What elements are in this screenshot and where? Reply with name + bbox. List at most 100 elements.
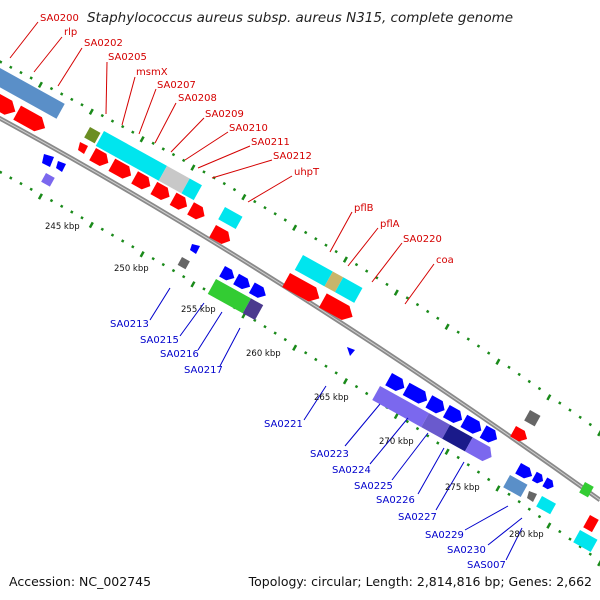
gene-label: SA0230 bbox=[447, 545, 486, 556]
cds-arrow-purple bbox=[464, 437, 492, 462]
cds-arrow-blue bbox=[385, 373, 405, 392]
ruler-tick bbox=[588, 422, 592, 427]
ruler-tick bbox=[393, 412, 399, 420]
cds-arrow-blue bbox=[402, 382, 428, 404]
ruler-label: 260 kbp bbox=[246, 349, 281, 359]
cds-arrow-red bbox=[13, 105, 46, 132]
ruler-tick bbox=[303, 230, 308, 235]
forward-leaders bbox=[9, 21, 435, 305]
ruler-tick bbox=[476, 344, 481, 348]
cds-arrow-red bbox=[150, 181, 170, 200]
ruler-tick bbox=[9, 176, 13, 180]
ruler-tick bbox=[517, 500, 521, 504]
ruler-tick bbox=[385, 282, 389, 287]
ruler-tick bbox=[283, 218, 287, 222]
ruler-tick bbox=[88, 221, 94, 229]
feature-purple bbox=[41, 173, 55, 187]
ruler-tick bbox=[120, 239, 125, 243]
ruler-tick bbox=[37, 81, 43, 89]
ruler-tick bbox=[354, 262, 359, 267]
ruler-tick bbox=[393, 289, 399, 296]
ruler-tick bbox=[436, 316, 440, 320]
ruler-tick bbox=[151, 257, 155, 261]
ruler-tick bbox=[131, 245, 135, 249]
ruler-tick bbox=[80, 216, 84, 220]
gene-label: SA0208 bbox=[178, 93, 217, 104]
cds-arrow-red bbox=[209, 225, 231, 245]
cds-arrow-red bbox=[131, 171, 151, 190]
feature-darkgray bbox=[177, 257, 190, 270]
cds-arrow-red bbox=[108, 158, 132, 179]
accession-text: Accession: NC_002745 bbox=[9, 574, 152, 589]
cds-arrow-blue bbox=[248, 282, 266, 298]
gene-label: SA0213 bbox=[110, 319, 149, 330]
ruler-tick bbox=[495, 485, 501, 492]
ruler-tick bbox=[131, 130, 135, 134]
ruler-tick bbox=[110, 119, 115, 123]
ruler-label: 250 kbp bbox=[114, 264, 149, 274]
feature-gray bbox=[158, 165, 190, 194]
cds-arrow-red bbox=[510, 426, 528, 442]
ruler-tick bbox=[537, 386, 542, 391]
ruler-tick bbox=[161, 147, 165, 151]
tick-rows bbox=[0, 60, 600, 567]
feature-purple-band bbox=[372, 386, 429, 428]
gene-label: SA0210 bbox=[229, 123, 268, 134]
ruler-tick bbox=[190, 164, 196, 171]
ruler-tick bbox=[263, 325, 267, 329]
ruler-tick bbox=[342, 256, 348, 263]
ruler-tick bbox=[425, 309, 430, 314]
ruler-tick bbox=[303, 351, 308, 355]
ruler-tick bbox=[578, 415, 582, 419]
feature-cyan-small bbox=[181, 178, 202, 201]
ruler-tick bbox=[70, 210, 74, 214]
ruler-tick bbox=[314, 237, 318, 241]
ruler-label: 275 kbp bbox=[445, 483, 480, 493]
feature-cyan-uhpT bbox=[218, 207, 243, 229]
cds-arrow-red bbox=[282, 273, 320, 302]
ruler-tick bbox=[59, 92, 64, 96]
cds-arrow-red bbox=[187, 202, 205, 220]
ruler-tick bbox=[415, 302, 420, 307]
cds-arrow-blue bbox=[190, 244, 200, 254]
gene-label: SA0216 bbox=[160, 349, 199, 360]
ruler-tick bbox=[222, 181, 226, 186]
cds-arrow-red bbox=[89, 148, 109, 167]
ruler-label: 280 kbp bbox=[509, 530, 544, 540]
ruler-tick bbox=[161, 262, 165, 267]
genome-stats-text: Topology: circular; Length: 2,814,816 bp… bbox=[248, 574, 592, 589]
ruler-tick bbox=[283, 337, 287, 342]
gene-label: coa bbox=[436, 255, 454, 266]
ruler-tick bbox=[80, 103, 84, 107]
cds-arrow-gray bbox=[527, 491, 537, 502]
gene-label: SA0221 bbox=[264, 419, 303, 430]
ruler-tick bbox=[151, 141, 155, 145]
cds-arrow-blue bbox=[56, 161, 66, 172]
ruler-tick bbox=[139, 250, 145, 258]
ruler-tick bbox=[181, 275, 186, 279]
ruler-label: 245 kbp bbox=[45, 222, 80, 232]
gene-label: SA0225 bbox=[354, 481, 393, 492]
feature-cyan-SA0220 bbox=[334, 277, 363, 303]
ruler-tick bbox=[444, 323, 450, 330]
ruler-tick bbox=[436, 441, 440, 445]
feature-cyan-right bbox=[573, 530, 598, 552]
ruler-tick bbox=[486, 477, 491, 482]
cds-arrow-blue bbox=[347, 347, 355, 356]
ruler-tick bbox=[202, 170, 206, 174]
cds-arrow-blue bbox=[531, 471, 544, 484]
gene-label: uhpT bbox=[294, 167, 320, 178]
ruler-tick bbox=[29, 76, 33, 80]
ruler-tick bbox=[139, 136, 145, 143]
ruler-tick bbox=[527, 379, 531, 384]
feature-olive bbox=[84, 126, 101, 144]
gene-label: SA0217 bbox=[184, 365, 223, 376]
ruler-tick bbox=[0, 170, 3, 174]
cds-arrow-blue bbox=[219, 266, 235, 281]
ruler-tick bbox=[405, 296, 409, 300]
ruler-tick bbox=[70, 97, 74, 102]
ruler-tick bbox=[354, 384, 359, 389]
reverse-labels: SA0213 SA0215 SA0216 SA0217 SA0221 SA022… bbox=[110, 319, 506, 571]
forward-labels: SA0200 rlp SA0202 SA0205 msmX SA0207 SA0… bbox=[40, 13, 454, 266]
